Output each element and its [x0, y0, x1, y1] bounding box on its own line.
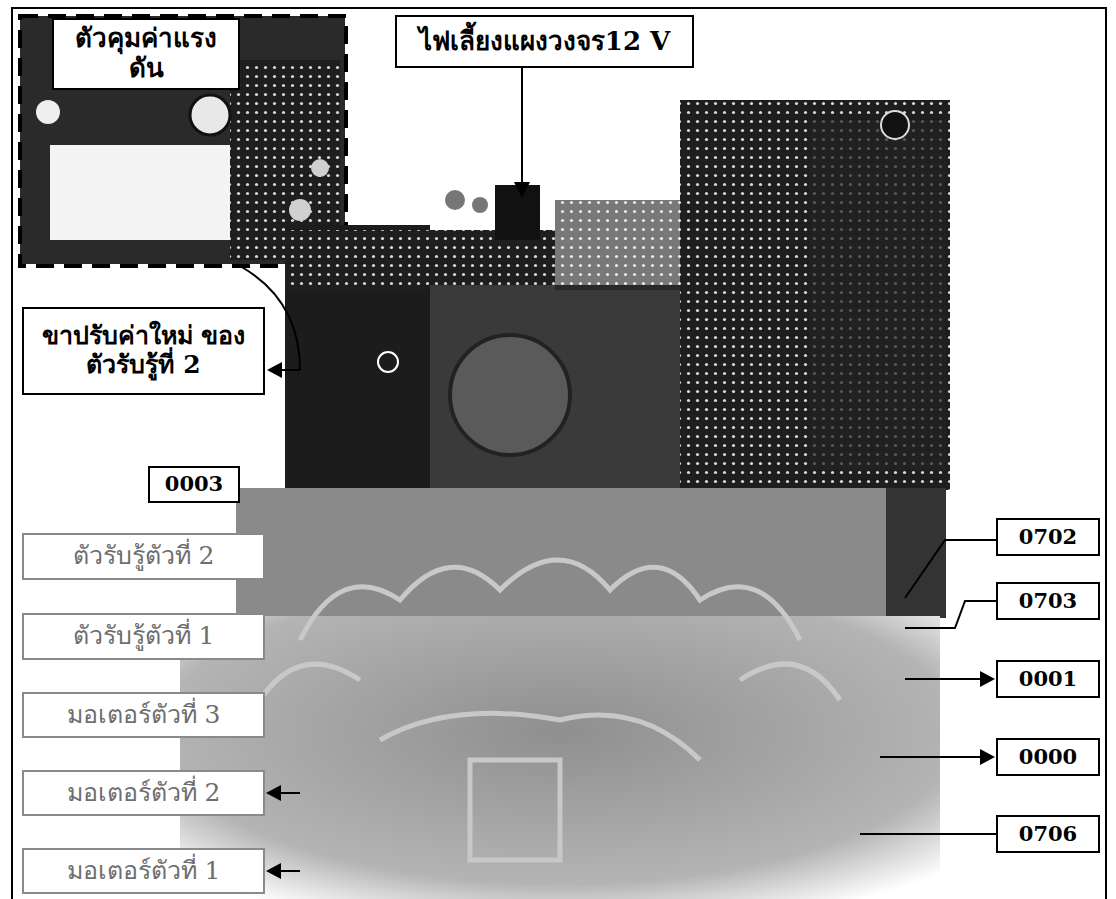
trimmer — [378, 352, 398, 372]
screw — [881, 111, 909, 139]
capacitor — [289, 199, 311, 221]
arrowheads — [266, 182, 995, 879]
component-label: มอเตอร์ตัวที่ 1 — [22, 848, 265, 894]
perfboard — [555, 200, 685, 290]
callout-number-text: 0001 — [1019, 667, 1077, 691]
relay — [50, 145, 230, 240]
callout-number-text: 0003 — [165, 472, 223, 496]
callout-number: 0001 — [996, 660, 1100, 698]
callout-number: 0000 — [996, 738, 1100, 776]
component-label-text: ตัวรับรู้ตัวที่ 1 — [73, 622, 215, 651]
component-label-text: มอเตอร์ตัวที่ 1 — [67, 857, 221, 886]
component-label-text: มอเตอร์ตัวที่ 2 — [67, 779, 221, 808]
component-label: มอเตอร์ตัวที่ 3 — [22, 692, 265, 738]
component-label: ตัวรับรู้ตัวที่ 1 — [22, 613, 265, 660]
component-label-text: ตัวคุมค่าแรงดัน — [62, 24, 230, 84]
power-connector — [495, 185, 540, 240]
capacitor — [445, 190, 465, 210]
capacitor — [311, 159, 329, 177]
callout-number: 0706 — [996, 815, 1100, 853]
callout-number-text: 0706 — [1019, 822, 1077, 846]
callout-number-text: 0702 — [1019, 525, 1077, 549]
callout-number-text: 0703 — [1019, 589, 1077, 613]
callout-number: 0702 — [996, 518, 1100, 556]
capacitor — [472, 197, 488, 213]
frame — [12, 8, 1106, 899]
pcb — [430, 285, 680, 490]
sensor-module — [810, 120, 945, 470]
component-label: ตัวคุมค่าแรงดัน — [52, 18, 240, 90]
component-label-text: ขาปรับค่าใหม่ ของตัวรับรู้ที่ 2 — [32, 322, 255, 380]
led — [36, 100, 60, 124]
watermark — [260, 560, 840, 860]
component-label: ตัวรับรู้ตัวที่ 2 — [22, 533, 265, 580]
buzzer — [450, 335, 570, 455]
component-label-text: ไฟเลี้ยงแผงวงจร12 V — [419, 27, 670, 57]
perfboard — [680, 100, 950, 490]
component-label: มอเตอร์ตัวที่ 2 — [22, 770, 265, 816]
component-label: ไฟเลี้ยงแผงวงจร12 V — [395, 15, 694, 68]
component-label-text: ตัวรับรู้ตัวที่ 2 — [73, 542, 215, 571]
component-label: ขาปรับค่าใหม่ ของตัวรับรู้ที่ 2 — [22, 307, 265, 395]
callout-number: 0703 — [996, 582, 1100, 620]
callout-number-text: 0000 — [1019, 745, 1077, 769]
leader-lines — [240, 68, 996, 871]
capacitor — [190, 95, 230, 135]
component-label-text: มอเตอร์ตัวที่ 3 — [67, 701, 221, 730]
grey-overlay — [180, 616, 940, 899]
callout-number: 0003 — [148, 466, 240, 503]
